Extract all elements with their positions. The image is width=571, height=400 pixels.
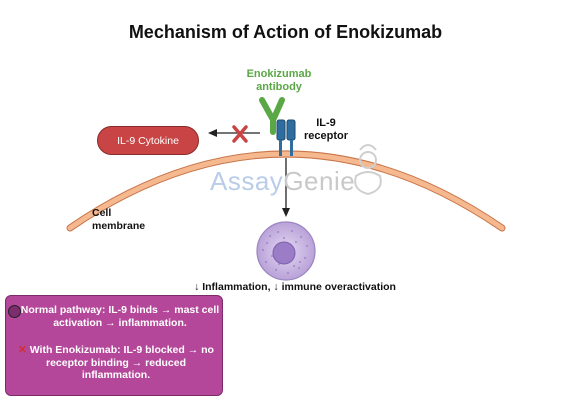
receptor-label: IL-9 receptor bbox=[296, 117, 356, 143]
receptor-label-line2: receptor bbox=[303, 130, 349, 142]
info-dot-icon bbox=[8, 305, 21, 318]
membrane-label: Cell membrane bbox=[92, 207, 152, 233]
page-title: Mechanism of Action of Enokizumab bbox=[128, 22, 443, 42]
x-block-icon bbox=[232, 125, 248, 143]
antibody-label: Enokizumab antibody bbox=[236, 68, 322, 94]
il9-receptor-icon bbox=[276, 119, 296, 156]
antibody-label-line1: Enokizumab bbox=[246, 68, 312, 80]
binding-arrow bbox=[208, 129, 260, 137]
genie-watermark-icon bbox=[354, 144, 382, 196]
cytokine-label: IL-9 Cytokine bbox=[117, 134, 179, 147]
mast-cell-icon bbox=[256, 221, 316, 281]
antibody-icon bbox=[259, 97, 285, 135]
il9-cytokine-pill: IL-9 Cytokine bbox=[97, 126, 199, 155]
watermark-part2: Genie bbox=[283, 166, 356, 196]
watermark-part1: Assay bbox=[210, 166, 284, 196]
blocked-pathway-label: With Enokizumab: IL-9 blocked → no recep… bbox=[26, 344, 214, 381]
membrane-label-line2: membrane bbox=[92, 220, 146, 232]
cell-membrane bbox=[67, 151, 505, 231]
pathway-info-box: Normal pathway: IL-9 binds → mast cell a… bbox=[5, 295, 223, 396]
blocked-x-icon: ✕ bbox=[18, 344, 27, 356]
membrane-label-line1: Cell bbox=[92, 207, 112, 219]
outcome-text: ↓ Inflammation, ↓ immune overactivation bbox=[194, 281, 396, 293]
signal-arrow bbox=[282, 158, 290, 217]
normal-pathway-text: Normal pathway: IL-9 binds → mast cell a… bbox=[20, 304, 220, 329]
assaygenie-watermark: AssayGenie bbox=[210, 166, 355, 197]
receptor-label-line1: IL-9 bbox=[316, 117, 336, 129]
blocked-pathway-text: ✕ With Enokizumab: IL-9 blocked → no rec… bbox=[14, 344, 218, 382]
antibody-label-line2: antibody bbox=[256, 81, 302, 93]
